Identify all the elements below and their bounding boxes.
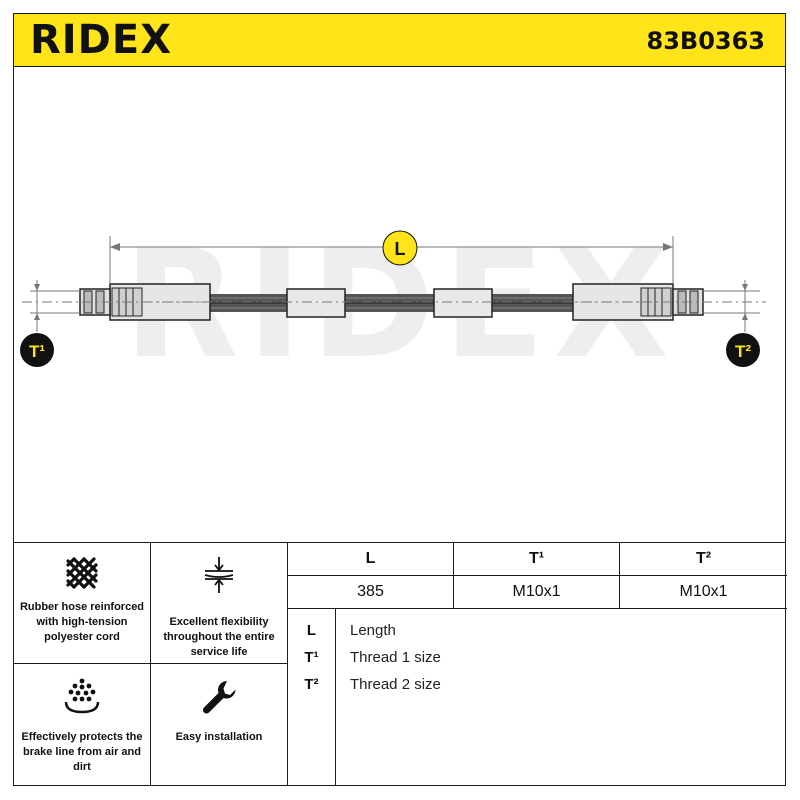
legend: L Length T¹ Thread 1 size T² Thread 2 si…: [288, 609, 787, 786]
feature-text: Effectively protects the brake line from…: [21, 731, 143, 773]
feature-protection: Effectively protects the brake line from…: [14, 664, 151, 786]
legend-key: T²: [304, 676, 319, 693]
feature-rubber-hose: Rubber hose reinforced with high-tension…: [14, 543, 151, 664]
spec-header-thread1: T¹: [454, 543, 620, 576]
spec-value-thread1: M10x1: [454, 576, 620, 609]
mesh-icon: [66, 557, 98, 589]
feature-text: Excellent flexibility throughout the ent…: [163, 616, 275, 658]
spec-value-length: 385: [288, 576, 454, 609]
info-panel: Rubber hose reinforced with high-tension…: [13, 543, 787, 786]
thread2-dimension: T²: [703, 280, 760, 367]
feature-text: Rubber hose reinforced with high-tension…: [19, 601, 145, 643]
flexibility-icon: [204, 557, 234, 593]
protection-icon: [64, 678, 100, 714]
part-number: 83B0363: [646, 27, 766, 55]
length-dimension: L: [109, 230, 674, 284]
feature-easy-installation: Easy installation: [151, 664, 288, 786]
hose-clip-left: [286, 288, 346, 318]
legend-desc: Length: [350, 622, 396, 639]
legend-divider: [335, 609, 336, 786]
feature-text: Easy installation: [175, 731, 263, 743]
drawing-frame: [13, 66, 786, 543]
legend-key: T¹: [304, 649, 319, 666]
length-marker-label: L: [395, 239, 406, 259]
header-bar: RIDEX 83B0363: [13, 13, 786, 67]
wrench-icon: [202, 681, 236, 714]
legend-key: L: [306, 622, 317, 639]
spec-value-thread2: M10x1: [620, 576, 787, 609]
thread1-marker-label: T¹: [29, 342, 45, 361]
thread2-marker-label: T²: [735, 342, 751, 361]
spec-header-thread2: T²: [620, 543, 787, 576]
thread1-dimension: T¹: [20, 280, 80, 367]
spec-table: L T¹ T² 385 M10x1 M10x1: [288, 543, 787, 609]
legend-desc: Thread 1 size: [350, 649, 441, 666]
hose-drawing: RIDEX L: [20, 218, 766, 392]
thread2-marker: [726, 333, 760, 367]
brand-logo: RIDEX: [30, 17, 173, 63]
feature-flexibility: Excellent flexibility throughout the ent…: [151, 543, 288, 664]
hose-clip-right: [433, 288, 493, 318]
thread1-marker: [20, 333, 54, 367]
spec-header-length: L: [288, 543, 454, 576]
legend-desc: Thread 2 size: [350, 676, 441, 693]
length-marker: [382, 230, 418, 266]
